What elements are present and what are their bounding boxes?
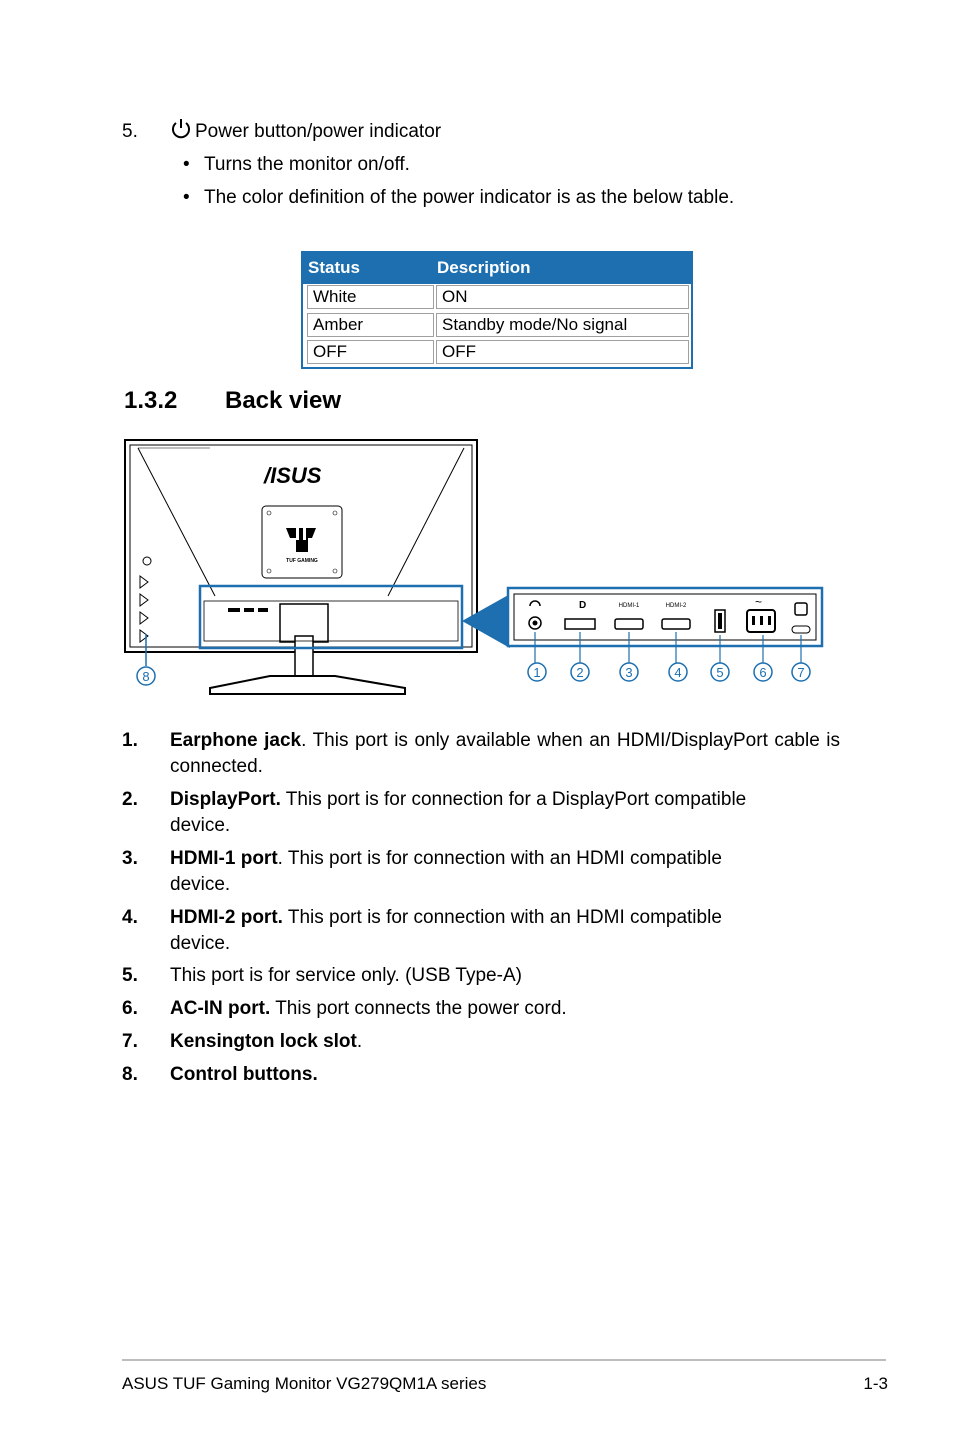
table-header: Status Description xyxy=(303,253,691,284)
port-name: Earphone jack xyxy=(170,730,302,751)
section-number: 1.3.2 xyxy=(124,387,178,414)
list-item: AC-IN port. This port connects the power… xyxy=(170,996,810,1022)
asus-logo: /ISUS xyxy=(263,463,322,488)
list-item: Earphone jack. This port is only availab… xyxy=(170,728,840,780)
list-number: 2. xyxy=(122,789,138,810)
callout-5: 5 xyxy=(716,665,723,680)
bullet-text: Turns the monitor on/off. xyxy=(204,154,410,175)
callout-2: 2 xyxy=(576,665,583,680)
port-name: DisplayPort. xyxy=(170,789,281,810)
port-description: This port is only available when an HDMI… xyxy=(170,730,841,777)
table-cell: Standby mode/No signal xyxy=(436,313,689,337)
port-sep: . xyxy=(277,848,283,869)
page-number: 1-3 xyxy=(863,1374,888,1393)
list-number: 4. xyxy=(122,907,138,928)
table-cell: Amber xyxy=(307,313,434,337)
port-description: This port connects the power cord. xyxy=(270,998,567,1019)
footer-title: ASUS TUF Gaming Monitor VG279QM1A series xyxy=(122,1374,487,1393)
port-name: AC-IN port. xyxy=(170,998,271,1019)
header-status: Status xyxy=(308,258,360,277)
monitor-back-diagram: /ISUS TUF GAMING D HDMI-1 HDMI-2 ~ xyxy=(124,439,824,695)
power-icon xyxy=(172,119,190,139)
port-description: This port is for connection for a Displa… xyxy=(170,789,747,836)
list-number: 1. xyxy=(122,730,138,751)
tuf-gaming-label: TUF GAMING xyxy=(286,558,318,564)
table-row: OFF OFF xyxy=(307,340,689,366)
footer-divider xyxy=(122,1359,886,1361)
status-table: Status Description White ON Amber Standb… xyxy=(301,251,693,369)
list-number: 5. xyxy=(122,965,138,986)
headphone-icon xyxy=(529,600,541,607)
bullet-dot: • xyxy=(183,187,190,208)
list-number: 7. xyxy=(122,1031,138,1052)
port-description: This port is for connection with an HDMI… xyxy=(170,848,722,895)
list-number: 6. xyxy=(122,998,138,1019)
bullet-text: The color definition of the power indica… xyxy=(204,187,735,208)
port-name: HDMI-1 port xyxy=(170,848,278,869)
port-description: This port is for service only. (USB Type… xyxy=(170,965,522,986)
list-number: 3. xyxy=(122,848,138,869)
list-item: Control buttons. xyxy=(170,1062,810,1088)
table-cell: OFF xyxy=(307,340,434,364)
table-row: White ON xyxy=(307,285,689,311)
callout-7: 7 xyxy=(797,665,804,680)
item-label: Power button/power indicator xyxy=(195,121,442,142)
callout-6: 6 xyxy=(759,665,766,680)
list-item: DisplayPort. This port is for connection… xyxy=(170,787,770,839)
section-title: Back view xyxy=(225,387,342,414)
table-row: Amber Standby mode/No signal xyxy=(307,313,689,339)
tuf-logo-icon xyxy=(286,528,316,552)
port-sep: . xyxy=(356,1031,363,1052)
table-cell: White xyxy=(307,285,434,309)
list-item: Kensington lock slot. xyxy=(170,1029,810,1055)
callout-8: 8 xyxy=(142,669,149,684)
table-cell: OFF xyxy=(436,340,689,364)
usb-port-icon xyxy=(714,609,726,633)
port-name: HDMI-2 port. xyxy=(170,907,283,928)
header-description: Description xyxy=(437,258,531,277)
port-name: Kensington lock slot xyxy=(170,1031,357,1052)
bullet-dot: • xyxy=(183,154,190,175)
list-item: HDMI-1 port. This port is for connection… xyxy=(170,846,760,898)
port-description: This port is for connection with an HDMI… xyxy=(170,907,722,954)
port-name: Control buttons. xyxy=(170,1064,318,1085)
hdmi2-label: HDMI-2 xyxy=(666,603,687,609)
item-number: 5. xyxy=(122,121,138,142)
ac-icon: ~ xyxy=(755,595,762,609)
callout-3: 3 xyxy=(625,665,632,680)
displayport-icon: D xyxy=(579,600,586,611)
list-number: 8. xyxy=(122,1064,138,1085)
list-item: This port is for service only. (USB Type… xyxy=(170,963,810,989)
callout-1: 1 xyxy=(533,665,540,680)
hdmi1-label: HDMI-1 xyxy=(619,603,640,609)
port-sep: . xyxy=(301,730,307,751)
lock-icon xyxy=(794,602,808,616)
list-item: HDMI-2 port. This port is for connection… xyxy=(170,905,760,957)
table-cell: ON xyxy=(436,285,689,309)
callout-4: 4 xyxy=(674,665,681,680)
